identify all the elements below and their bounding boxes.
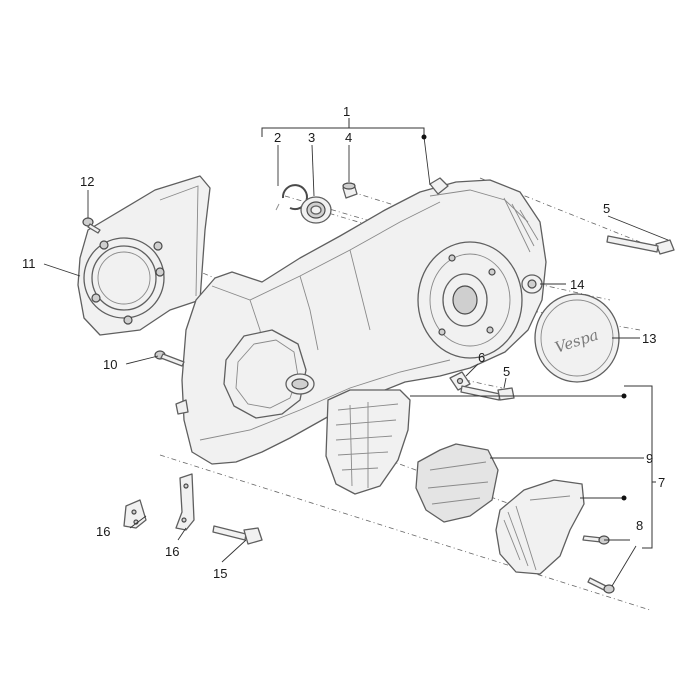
callout-14: 14 [570,277,584,292]
callout-5-lower: 5 [503,364,510,379]
part-10-screw [154,350,185,367]
bracket-1-dot [421,134,427,140]
main-transmission-cover [175,177,547,465]
callout-10: 10 [103,357,117,372]
callout-2: 2 [274,130,281,145]
part-14-grommet [521,274,543,294]
callout-bracket-7 [621,385,656,549]
callout-16-right: 16 [165,544,179,559]
part-9-foam-filter [415,443,499,523]
callout-11: 11 [22,256,36,271]
part-6-clip [449,371,471,391]
callout-labels: 1 2 3 4 5 5 6 7 8 9 10 11 12 13 14 15 16… [22,104,665,581]
callout-16-left: 16 [96,524,110,539]
part-3-bearing [300,196,332,224]
part-16-bracket-left [123,499,147,529]
part-2-circlip [275,184,308,211]
callout-12: 12 [80,174,94,189]
leader-lines [43,136,669,587]
callout-7: 7 [658,475,665,490]
part-7-outer-duct-cover [495,479,585,575]
callout-4: 4 [345,130,352,145]
part-4-dowel-pin [342,182,358,199]
part-13-badge-cover: Vespa [534,293,620,383]
part-5-bolt-lower [460,385,515,401]
part-11-heat-shield [77,175,211,336]
callout-bracket-1 [261,118,427,140]
part-5-bolt-upper [606,235,675,255]
callout-13: 13 [642,331,656,346]
callout-8: 8 [636,518,643,533]
part-15-bolt [212,525,263,545]
part-8-screws [582,535,615,594]
part-7-air-duct-grille [325,389,411,495]
callout-3: 3 [308,130,315,145]
bracket-7-dot-lower [621,495,627,501]
callout-1: 1 [343,104,350,119]
callout-9: 9 [646,451,653,466]
callout-6: 6 [478,350,485,365]
part-16-bracket-right [175,473,195,531]
callout-15: 15 [213,566,227,581]
callout-5-upper: 5 [603,201,610,216]
bracket-7-dot-upper [621,393,627,399]
